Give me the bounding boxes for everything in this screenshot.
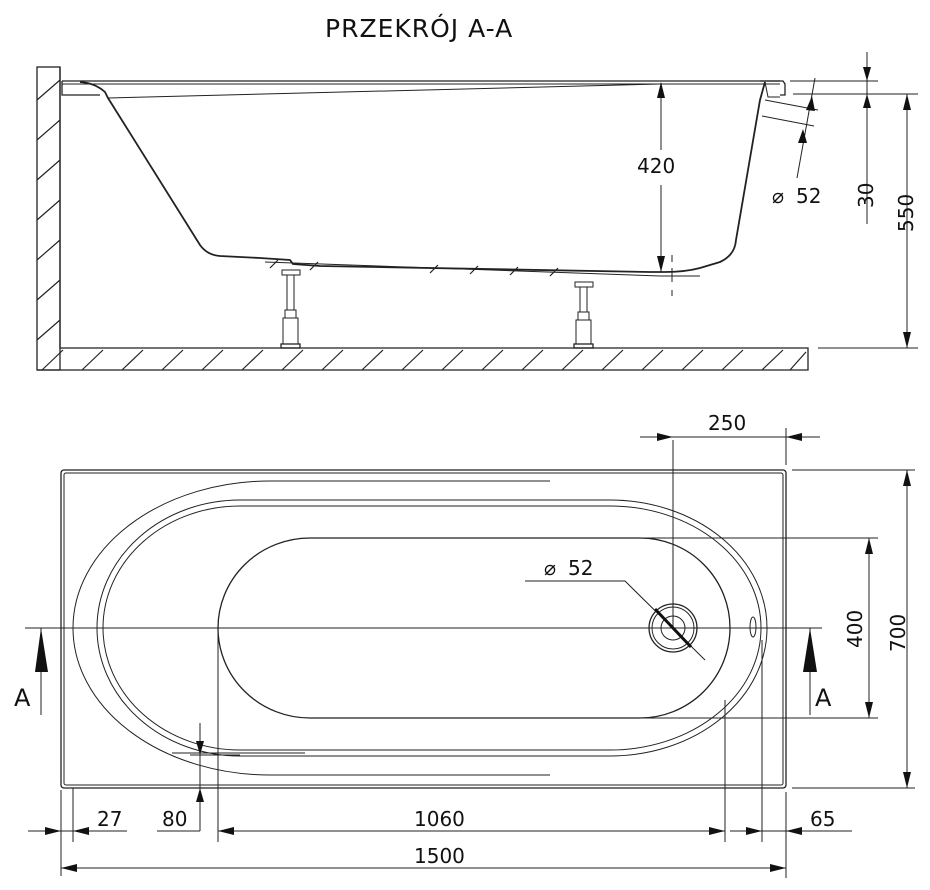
svg-text:1060: 1060 [414, 807, 465, 831]
section-view: 420 52 ⌀ 30 550 [36, 52, 918, 371]
dimension-rim-side: 80 [157, 723, 240, 832]
dimension-overflow-diameter: 52 ⌀ [772, 77, 821, 208]
svg-text:A: A [815, 684, 832, 712]
svg-text:250: 250 [708, 411, 746, 435]
dimension-depth: 420 [637, 82, 675, 272]
floor-hatched [37, 67, 809, 371]
svg-text:1500: 1500 [414, 844, 465, 868]
tub-section-profile [61, 80, 819, 296]
tub-bottom-outline [217, 537, 731, 719]
svg-text:80: 80 [162, 807, 187, 831]
dimension-total-length: 1500 [61, 844, 786, 872]
dimension-inner-length: 1060 [218, 807, 725, 835]
svg-text:27: 27 [97, 807, 122, 831]
overflow-slot [749, 616, 757, 638]
dimension-overflow-offset: 30 [790, 52, 918, 224]
svg-text:30: 30 [854, 183, 878, 208]
support-leg-left [280, 269, 301, 349]
plan-view: 52 ⌀ 250 400 700 [14, 411, 915, 878]
section-marker-left: A [14, 628, 48, 715]
svg-text:550: 550 [894, 194, 918, 232]
svg-text:420: 420 [637, 154, 675, 178]
section-title: PRZEKRÓJ A-A [325, 13, 513, 43]
wall-hatched [36, 66, 61, 371]
dimension-total-width: 700 [792, 469, 915, 789]
svg-text:400: 400 [843, 610, 867, 648]
svg-text:65: 65 [810, 807, 835, 831]
svg-text:A: A [14, 684, 31, 712]
svg-text:52: 52 [568, 556, 593, 580]
drain [648, 440, 698, 653]
dimension-rim-right: 65 [730, 807, 852, 835]
dimension-inner-width: 400 [634, 537, 878, 719]
dimension-drain-offset: 250 [640, 411, 820, 465]
support-leg-right [573, 281, 594, 349]
dimension-drain-diameter: 52 ⌀ [525, 556, 706, 661]
svg-text:⌀: ⌀ [772, 184, 784, 208]
dimension-total-height: 550 [818, 94, 918, 349]
section-marker-right: A [803, 628, 832, 715]
svg-text:700: 700 [886, 614, 910, 652]
svg-text:⌀: ⌀ [544, 556, 556, 580]
tub-bowl-outline [96, 499, 768, 757]
svg-text:52: 52 [796, 184, 821, 208]
dimension-rim-left: 27 [28, 807, 127, 835]
tub-outer-rim [60, 469, 787, 789]
